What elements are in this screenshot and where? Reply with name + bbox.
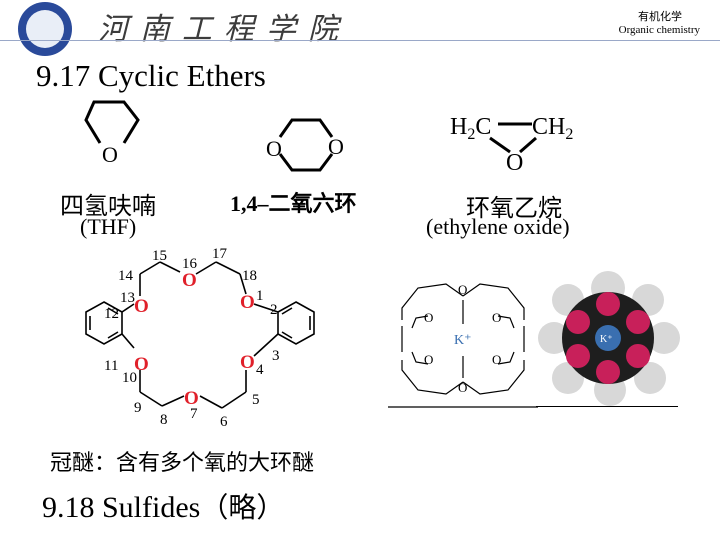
atom-number-16: 16 — [182, 256, 198, 272]
atom-number-13: 13 — [120, 290, 135, 306]
atom-number-14: 14 — [118, 268, 134, 284]
header-divider — [0, 40, 720, 41]
space-filling-model: K⁺ — [538, 271, 680, 406]
crown-ether-bonds — [85, 261, 315, 409]
dioxane-oxygen-right: O — [328, 134, 344, 159]
complex-bonds — [388, 283, 538, 408]
thf-ring-bonds — [84, 100, 140, 144]
dioxane-oxygen-left: O — [266, 136, 282, 161]
epoxide-co-bond-left — [489, 136, 511, 154]
complex-baseline — [536, 406, 678, 407]
atom-number-2: 2 — [270, 302, 278, 318]
course-name-cn: 有机化学 — [638, 10, 682, 23]
atom-number-11: 11 — [104, 358, 118, 374]
crown-o-11: O — [134, 354, 149, 375]
dioxane-top-bonds — [278, 118, 334, 138]
epoxide-co-bond-right — [519, 136, 537, 154]
svg-text:O: O — [492, 310, 501, 325]
atom-number-9: 9 — [134, 400, 142, 416]
crown-potassium-complex: O O O O O O K⁺ — [388, 282, 538, 408]
right-benzene-ring — [277, 301, 315, 345]
atom-number-17: 17 — [212, 246, 228, 262]
next-section-title-text: 9.18 Sulfides — [42, 491, 201, 524]
atom-number-1: 1 — [256, 288, 264, 304]
next-section-note: （略） — [200, 491, 285, 524]
epoxide-oxygen-label: O — [506, 150, 523, 174]
atom-number-4: 4 — [256, 362, 264, 378]
thf-oxygen-label: O — [102, 142, 118, 167]
atom-number-18: 18 — [242, 268, 257, 284]
dioxane-bottom-bonds — [278, 153, 334, 172]
svg-text:O: O — [424, 310, 433, 325]
crown-o-7: O — [184, 388, 199, 409]
svg-text:O: O — [458, 282, 467, 297]
crown-ether-oxygens: O O O O O O — [134, 270, 255, 409]
thf-name-cn: 四氢呋喃 — [60, 192, 156, 220]
crown-o-16: O — [182, 270, 197, 291]
model-oxygen-spheres — [566, 292, 650, 384]
atom-number-10: 10 — [122, 370, 137, 386]
crown-ether-structure: O O O O O O 1 2 3 4 5 6 7 8 9 10 11 12 1… — [85, 246, 315, 430]
complex-oxygen-labels: O O O O O O — [424, 282, 501, 395]
next-section-title: 9.18 Sulfides（略） — [42, 486, 284, 526]
svg-text:O: O — [458, 380, 467, 395]
crown-o-4: O — [240, 352, 255, 373]
atom-number-5: 5 — [252, 392, 260, 408]
potassium-ion-label: K⁺ — [454, 333, 472, 348]
svg-text:O: O — [424, 352, 433, 367]
thf-structure: O — [84, 100, 140, 167]
crown-ether-numbering: 1 2 3 4 5 6 7 8 9 10 11 12 13 14 15 16 1… — [104, 246, 280, 430]
atom-number-8: 8 — [160, 412, 168, 428]
svg-text:O: O — [492, 352, 501, 367]
atom-number-6: 6 — [220, 414, 228, 430]
epoxide-structure: H2C CH2 O — [450, 114, 573, 174]
section-title: 9.17 Cyclic Ethers — [36, 58, 266, 93]
thf-abbreviation: (THF) — [80, 214, 137, 239]
model-potassium-label: K⁺ — [600, 334, 613, 345]
atom-number-3: 3 — [272, 348, 280, 364]
atom-number-7: 7 — [190, 406, 198, 422]
crown-o-13: O — [134, 296, 149, 317]
epoxide-ch2: CH2 — [532, 114, 573, 143]
school-logo — [18, 2, 72, 56]
course-name-en: Organic chemistry — [618, 24, 700, 36]
epoxide-h2c: H2C — [450, 114, 491, 143]
epoxide-name-cn: 环氧乙烷 — [466, 194, 562, 222]
dioxane-structure: O O — [266, 118, 344, 172]
crown-ether-caption: 冠醚：含有多个氧的大环醚 — [50, 451, 315, 476]
dioxane-name: 1,4–二氧六环 — [230, 191, 357, 216]
epoxide-name-en: (ethylene oxide) — [426, 214, 570, 239]
atom-number-15: 15 — [152, 248, 167, 264]
school-name-calligraphy: 河南工程学院 — [98, 12, 350, 47]
atom-number-12: 12 — [104, 306, 119, 322]
crown-o-1: O — [240, 292, 255, 313]
model-potassium-sphere — [595, 325, 621, 351]
